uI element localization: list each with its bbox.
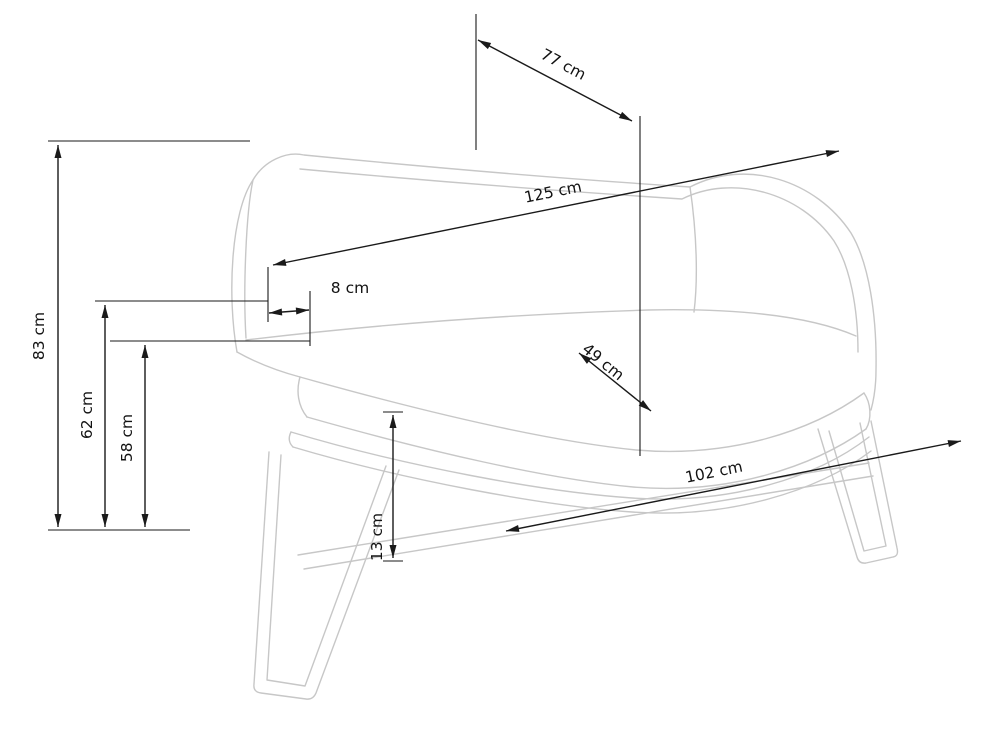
- sofa-backrest-left-edge: [244, 179, 254, 339]
- dim-label-overall-width: 125 cm: [523, 177, 584, 206]
- dimension-labels: 77 cm 125 cm 8 cm 49 cm 102 cm 83 cm 62 …: [30, 45, 744, 561]
- dim-label-overall-depth: 77 cm: [538, 45, 589, 84]
- dim-arrow-overall-width: [272, 150, 840, 266]
- dim-label-backrest-offset: 8 cm: [331, 279, 369, 297]
- sofa-right-leg-inner: [828, 422, 887, 552]
- sofa-sketch: [231, 153, 899, 700]
- dim-label-frame-clearance: 13 cm: [368, 513, 386, 561]
- sofa-arm-inner-seam: [689, 186, 698, 313]
- sofa-stretcher-bar-2: [303, 475, 874, 570]
- dim-label-seat-depth: 49 cm: [579, 340, 628, 384]
- sofa-backrest-top-seam: [299, 168, 859, 353]
- sofa-back-seat-junction-left: [236, 351, 301, 378]
- dim-arrow-seat-width: [505, 440, 962, 532]
- sofa-seat-cushion-right-cap: [863, 392, 871, 430]
- sofa-seat-back-seam: [245, 309, 857, 341]
- sofa-seat-cushion-left-cap: [297, 376, 308, 418]
- dim-label-overall-height: 83 cm: [30, 312, 48, 360]
- sofa-base-frame-left-cap: [288, 431, 294, 448]
- sofa-right-leg-outer: [817, 420, 899, 564]
- sofa-seat-cushion-front-top: [299, 376, 865, 453]
- dim-arrow-backrest-offset: [268, 307, 310, 316]
- dim-label-armrest-height: 62 cm: [78, 391, 96, 439]
- dim-arrow-seat-depth: [578, 352, 652, 412]
- dim-label-seat-height: 58 cm: [118, 414, 136, 462]
- sofa-left-leg-inner: [266, 454, 387, 687]
- dim-arrow-overall-depth: [477, 39, 633, 122]
- sofa-left-leg-outer: [253, 451, 400, 700]
- dimension-arrows: [54, 39, 962, 558]
